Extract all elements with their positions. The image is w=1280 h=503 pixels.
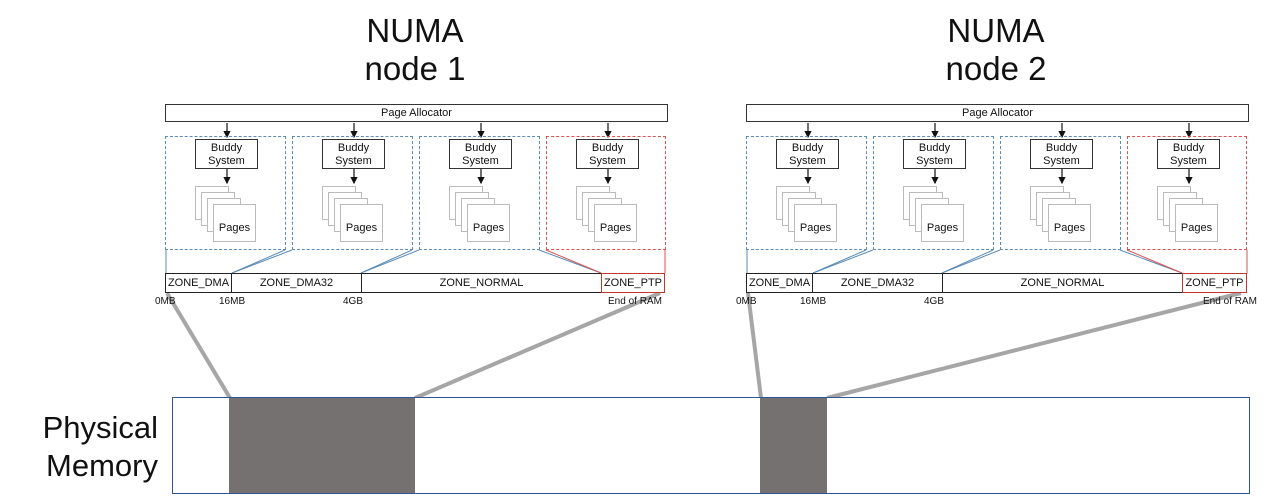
page-sheet	[213, 204, 256, 242]
buddy-label-line1: Buddy	[210, 142, 243, 154]
node1-buddy-system-normal: Buddy System	[449, 139, 512, 169]
node1-buddy-system-dma32: Buddy System	[322, 139, 385, 169]
node1-title: NUMA node 1	[315, 12, 515, 88]
physical-memory-label-line1: Physical	[42, 410, 158, 445]
buddy-label-line1: Buddy	[1172, 142, 1205, 154]
node1-zone-dma32-box	[292, 136, 413, 250]
node2-zonebar-ptp: ZONE_PTP	[1182, 273, 1247, 293]
node1-tick-16mb: 16MB	[219, 296, 246, 307]
pages-label: Pages	[1053, 222, 1086, 234]
node1-title-line2: node 1	[364, 50, 466, 87]
node2-title-line2: node 2	[945, 50, 1047, 87]
buddy-label-line1: Buddy	[918, 142, 951, 154]
node2-zonebar-normal: ZONE_NORMAL	[942, 273, 1183, 293]
node2-zonebar-dma32: ZONE_DMA32	[812, 273, 943, 293]
node2-page-allocator: Page Allocator	[746, 104, 1249, 122]
buddy-label-line2: System	[462, 155, 499, 167]
buddy-label-line2: System	[208, 155, 245, 167]
pages-label: Pages	[799, 222, 832, 234]
node1-to-memory-connectors	[165, 291, 661, 400]
buddy-label-line1: Buddy	[1045, 142, 1078, 154]
buddy-label-line2: System	[589, 155, 626, 167]
node1-zonebar-normal: ZONE_NORMAL	[361, 273, 602, 293]
page-sheet	[594, 204, 637, 242]
pages-label: Pages	[472, 222, 505, 234]
node1-buddy-system-ptp: Buddy System	[576, 139, 639, 169]
node2-tick-16mb: 16MB	[800, 296, 827, 307]
buddy-label-line2: System	[335, 155, 372, 167]
node2-memory-region	[760, 398, 827, 493]
physical-memory-label-line2: Memory	[46, 448, 158, 483]
pages-label: Pages	[599, 222, 632, 234]
node1-tick-0mb: 0MB	[155, 296, 176, 307]
node2-buddy-system-dma: Buddy System	[776, 139, 839, 169]
physical-memory-label: Physical Memory	[10, 409, 158, 485]
node2-zone-normal-box	[1000, 136, 1121, 250]
pages-label: Pages	[1180, 222, 1213, 234]
node1-zone-ptp-box	[546, 136, 666, 250]
pages-label: Pages	[218, 222, 251, 234]
node2-buddy-system-ptp: Buddy System	[1157, 139, 1220, 169]
page-sheet	[467, 204, 510, 242]
node1-zonebar-ptp: ZONE_PTP	[601, 273, 665, 293]
node2-zone-expansion-lines	[746, 249, 1248, 274]
node2-to-memory-connectors	[746, 291, 1242, 400]
node1-tick-4gb: 4GB	[343, 296, 364, 307]
node1-memory-region	[229, 398, 415, 493]
node1-title-line1: NUMA	[366, 12, 464, 49]
node1-zone-normal-box	[419, 136, 540, 250]
buddy-label-line2: System	[1170, 155, 1207, 167]
page-sheet	[1175, 204, 1218, 242]
node1-tick-end-of-ram: End of RAM	[608, 296, 662, 307]
buddy-label-line1: Buddy	[591, 142, 624, 154]
page-sheet	[1048, 204, 1091, 242]
node2-buddy-system-normal: Buddy System	[1030, 139, 1093, 169]
node2-tick-0mb: 0MB	[736, 296, 757, 307]
node1-zonebar-dma: ZONE_DMA	[165, 273, 232, 293]
pages-label: Pages	[345, 222, 378, 234]
node2-title-line1: NUMA	[947, 12, 1045, 49]
node2-title: NUMA node 2	[896, 12, 1096, 88]
page-sheet	[921, 204, 964, 242]
node1-buddy-system-dma: Buddy System	[195, 139, 258, 169]
page-sheet	[794, 204, 837, 242]
node1-zone-dma-box	[165, 136, 286, 250]
node1-arrows	[223, 123, 612, 185]
buddy-label-line1: Buddy	[337, 142, 370, 154]
node2-zone-dma-box	[746, 136, 867, 250]
buddy-label-line2: System	[1043, 155, 1080, 167]
node2-zonebar-dma: ZONE_DMA	[746, 273, 813, 293]
node1-zonebar-dma32: ZONE_DMA32	[231, 273, 362, 293]
node2-tick-end-of-ram: End of RAM	[1203, 296, 1257, 307]
node1-zone-expansion-lines	[165, 249, 666, 274]
node2-zone-dma32-box	[873, 136, 994, 250]
node1-page-allocator: Page Allocator	[165, 104, 668, 122]
node2-zone-ptp-box	[1127, 136, 1247, 250]
buddy-label-line1: Buddy	[791, 142, 824, 154]
buddy-label-line2: System	[916, 155, 953, 167]
node2-arrows	[804, 123, 1193, 185]
pages-label: Pages	[926, 222, 959, 234]
node2-buddy-system-dma32: Buddy System	[903, 139, 966, 169]
buddy-label-line2: System	[789, 155, 826, 167]
node2-tick-4gb: 4GB	[924, 296, 945, 307]
page-sheet	[340, 204, 383, 242]
buddy-label-line1: Buddy	[464, 142, 497, 154]
